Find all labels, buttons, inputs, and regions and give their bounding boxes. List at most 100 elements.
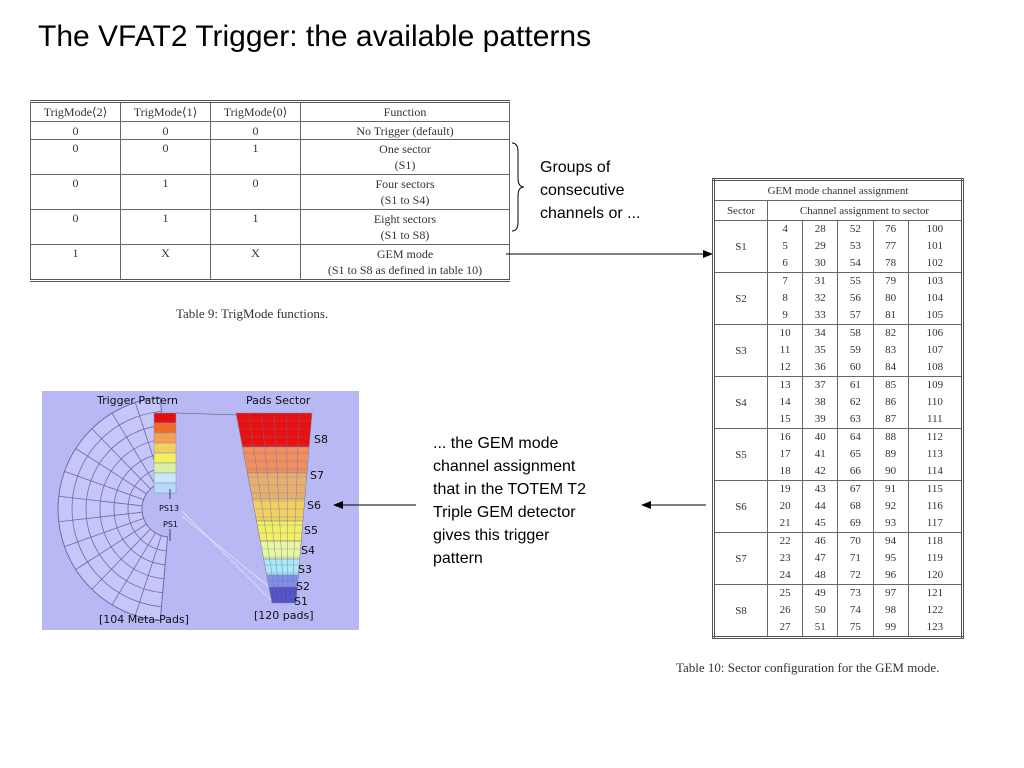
channel-number: 67 <box>849 483 861 495</box>
meta-pad-ring <box>99 438 164 580</box>
meta-pad-spoke <box>111 412 156 486</box>
function-text: Eight sectors <box>373 212 437 226</box>
channel-number: 10 <box>779 327 791 339</box>
channel-number: 16 <box>779 431 791 443</box>
function-text: Four sectors <box>375 177 435 191</box>
channel-number: 97 <box>885 587 897 599</box>
channel-number: 111 <box>927 413 943 425</box>
channel-number: 35 <box>814 344 826 356</box>
table9-header-trigmode1: TrigMode⟨1⟩ <box>120 101 211 122</box>
channel-number: 37 <box>814 379 826 391</box>
table9-caption: Table 9: TrigMode functions. <box>176 306 329 321</box>
meta-pad-spoke <box>58 495 143 507</box>
channel-number: 6 <box>782 257 788 269</box>
channel-number: 123 <box>926 621 944 633</box>
note-line: gives this trigger <box>433 527 550 544</box>
table9-cell: X <box>120 244 211 281</box>
trigmode-table: TrigMode⟨2⟩ TrigMode⟨1⟩ TrigMode⟨0⟩ Func… <box>30 100 510 282</box>
channel-number: 93 <box>885 517 897 529</box>
meta-pad-spoke <box>75 523 147 570</box>
channel-number: 95 <box>885 552 897 564</box>
channel-number: 27 <box>779 621 791 633</box>
function-subtext: (S1 to S4) <box>380 193 430 207</box>
channel-number: 72 <box>849 569 861 581</box>
sector-label: S3 <box>298 563 312 576</box>
channel-number: 19 <box>779 483 791 495</box>
table10-header-channels: Channel assignment to sector <box>767 200 963 221</box>
gem-channel-table: GEM mode channel assignment Sector Chann… <box>712 178 964 639</box>
meta-pad-spoke <box>58 511 143 523</box>
curly-brace <box>511 142 525 232</box>
channel-number: 51 <box>814 621 826 633</box>
channel-number: 44 <box>814 500 826 512</box>
channel-number: 45 <box>814 517 826 529</box>
channel-number: 65 <box>849 448 861 460</box>
channel-number: 43 <box>814 483 826 495</box>
channel-number: 96 <box>885 569 897 581</box>
meta-pad-ring <box>127 466 167 552</box>
channel-number: 69 <box>849 517 861 529</box>
channel-number: 61 <box>849 379 861 391</box>
channel-number: 89 <box>885 448 897 460</box>
channel-number: 49 <box>814 587 826 599</box>
channel-number: 82 <box>885 327 897 339</box>
channel-number: 94 <box>885 535 897 547</box>
channel-number: 83 <box>885 344 897 356</box>
channel-number: 14 <box>779 396 791 408</box>
diagram-graphics <box>57 396 313 622</box>
note-line: channel assignment <box>433 458 576 475</box>
ps13-label: PS13 <box>159 504 180 513</box>
table9-cell: 0 <box>30 209 121 245</box>
table9-function-cell: Four sectors (S1 to S4) <box>300 174 510 210</box>
channel-number: 106 <box>926 327 944 339</box>
channel-number: 114 <box>926 465 943 477</box>
channel-number: 54 <box>849 257 861 269</box>
channel-number: 28 <box>814 223 826 235</box>
note-line: that in the TOTEM T2 <box>433 481 586 498</box>
channel-number: 38 <box>814 396 826 408</box>
channel-number: 63 <box>849 413 861 425</box>
projection-line <box>181 515 275 592</box>
meta-pad-ring <box>71 410 162 608</box>
channel-number: 13 <box>779 379 791 391</box>
channel-number: 104 <box>926 292 944 304</box>
sector-name-cell: S8 <box>713 584 768 638</box>
channel-number: 9 <box>782 309 788 321</box>
pad-divider <box>286 412 289 604</box>
sector-label: S2 <box>296 580 310 593</box>
channel-number: 76 <box>885 223 897 235</box>
channel-number: 79 <box>885 275 897 287</box>
channel-number: 33 <box>814 309 826 321</box>
channel-number: 119 <box>926 552 943 564</box>
channel-number: 62 <box>849 396 861 408</box>
channel-number: 23 <box>779 552 791 564</box>
table9-header-function: Function <box>300 101 510 122</box>
trigger-pattern-diagram: Trigger Pattern Pads Sector PS13 PS1 [10… <box>42 391 359 630</box>
table10-caption: Table 10: Sector configuration for the G… <box>676 660 940 675</box>
meta-pad-spoke <box>91 528 151 590</box>
ps1-label: PS1 <box>163 520 178 529</box>
channel-number: 66 <box>849 465 861 477</box>
meta-pad-spoke <box>64 471 144 500</box>
table9-row: 1 X X GEM mode(S1 to S8 as defined in ta… <box>30 244 510 281</box>
channel-number: 58 <box>849 327 861 339</box>
channel-number: 80 <box>885 292 897 304</box>
channel-number: 17 <box>779 448 791 460</box>
channel-number: 40 <box>814 431 826 443</box>
note-gem-mode: ... the GEM mode channel assignment that… <box>433 432 648 570</box>
channel-number: 98 <box>885 604 897 616</box>
